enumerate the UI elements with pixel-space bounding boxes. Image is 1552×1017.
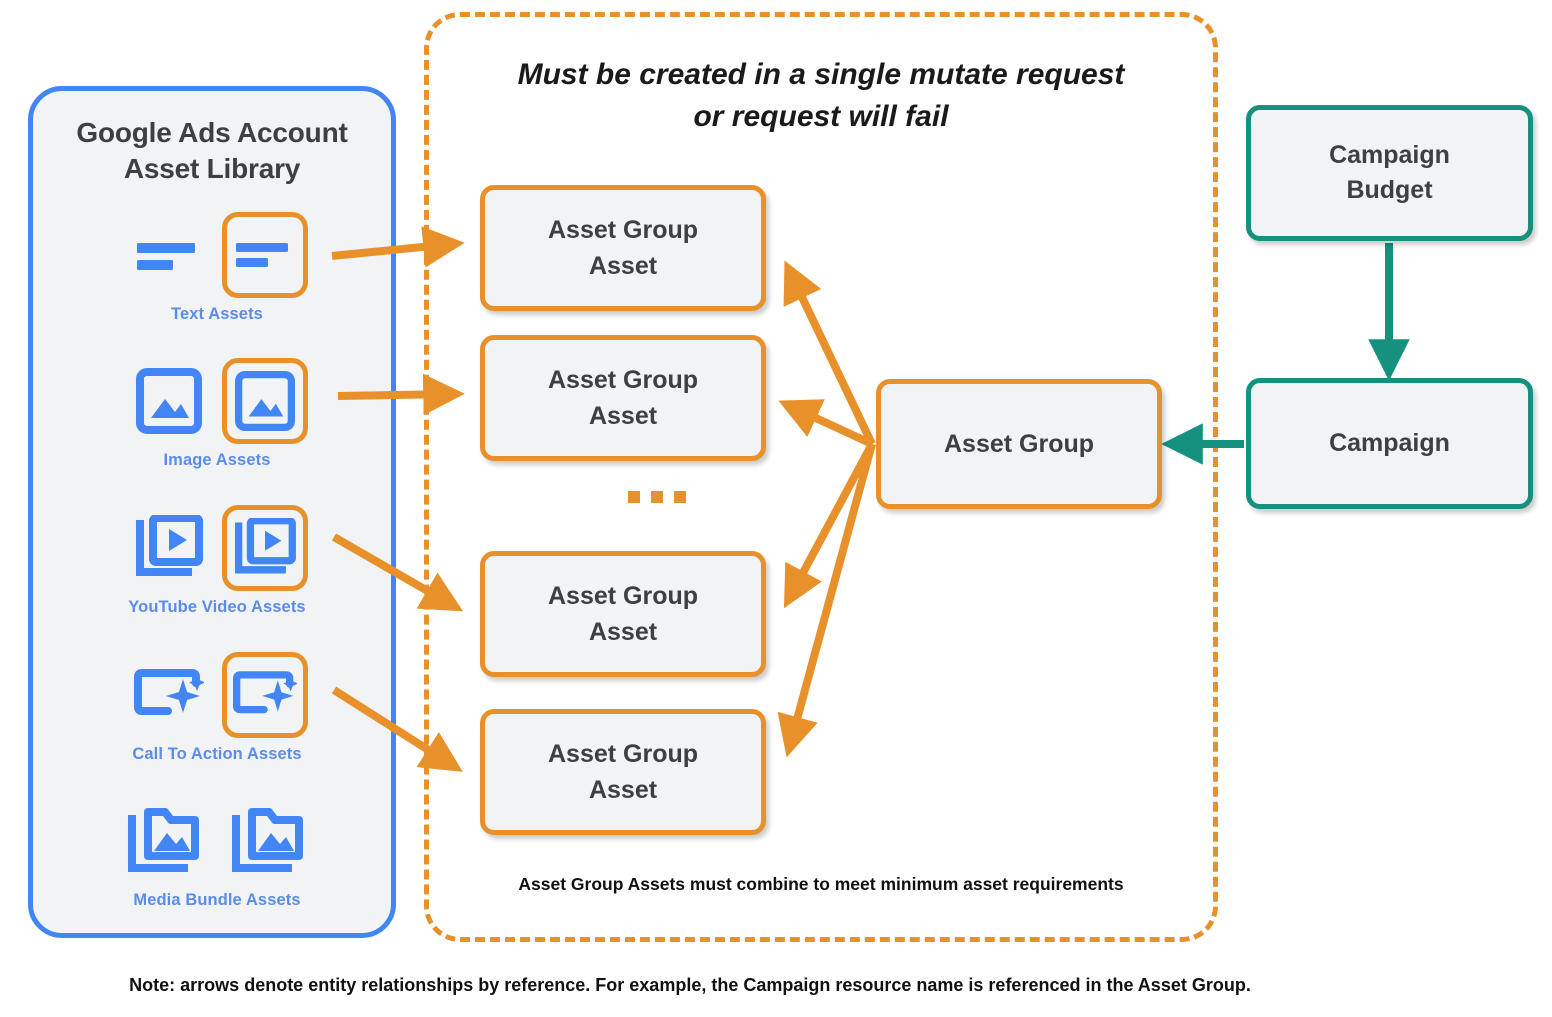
node-label-line-1: Asset Group xyxy=(547,739,699,768)
node-label-line-2: Asset xyxy=(588,618,658,646)
node-label-line-1: Campaign xyxy=(1329,140,1450,169)
asset-library-title: Google Ads Account Asset Library xyxy=(33,115,391,187)
media-bundle-asset-icon xyxy=(122,798,208,884)
youtube-video-asset-icon-selected[interactable] xyxy=(222,505,308,591)
asset-library-item-label: Call To Action Assets xyxy=(132,745,302,763)
campaign-node[interactable]: Campaign xyxy=(1246,378,1533,509)
asset-library-item-call-to-action[interactable]: Call To Action Assets xyxy=(33,647,401,764)
call-to-action-asset-icon-selected[interactable] xyxy=(222,652,308,738)
asset-library-item-label: YouTube Video Assets xyxy=(128,598,306,616)
node-label-line-2: Asset xyxy=(588,402,658,430)
call-to-action-asset-icon xyxy=(126,652,212,738)
asset-library-item-image[interactable]: Image Assets xyxy=(33,353,401,470)
mutate-title-line-2: or request will fail xyxy=(693,100,949,133)
minimum-asset-requirements-note: Asset Group Assets must combine to meet … xyxy=(518,874,1124,894)
text-asset-icon-selected[interactable] xyxy=(222,212,308,298)
campaign-budget-node[interactable]: Campaign Budget xyxy=(1246,105,1533,241)
text-asset-icon xyxy=(126,212,212,298)
node-label: Campaign xyxy=(1329,429,1450,457)
image-asset-icon xyxy=(126,358,212,444)
asset-group-asset-node[interactable]: Asset Group Asset xyxy=(480,709,766,835)
text-asset-icon-group xyxy=(33,207,401,303)
node-label-line-2: Budget xyxy=(1346,176,1433,204)
media-bundle-asset-icon-group xyxy=(33,793,401,889)
youtube-video-asset-icon xyxy=(126,505,212,591)
asset-library-item-label: Image Assets xyxy=(163,451,271,469)
image-asset-icon-group xyxy=(33,353,401,449)
node-label-line-1: Asset Group xyxy=(547,215,699,244)
media-bundle-asset-icon-duplicate xyxy=(226,798,312,884)
ellipsis-dot xyxy=(674,491,686,503)
ellipsis-dot xyxy=(651,491,663,503)
asset-library-panel: Google Ads Account Asset Library xyxy=(28,86,396,938)
asset-library-item-youtube-video[interactable]: YouTube Video Assets xyxy=(33,500,401,617)
asset-group-asset-node[interactable]: Asset Group Asset xyxy=(480,185,766,311)
mutate-request-title: Must be created in a single mutate reque… xyxy=(444,54,1198,138)
image-asset-icon-selected[interactable] xyxy=(222,358,308,444)
asset-group-asset-node[interactable]: Asset Group Asset xyxy=(480,551,766,677)
asset-library-item-label: Media Bundle Assets xyxy=(133,891,301,909)
ellipsis-dot xyxy=(628,491,640,503)
asset-library-item-label: Text Assets xyxy=(171,305,263,323)
mutate-title-line-1: Must be created in a single mutate reque… xyxy=(517,58,1125,91)
asset-library-title-line-2: Asset Library xyxy=(123,152,301,184)
youtube-video-asset-icon-group xyxy=(33,500,401,596)
diagram-note: Note: arrows denote entity relationships… xyxy=(129,975,1251,995)
node-label-line-2: Asset xyxy=(588,776,658,804)
asset-library-title-line-1: Google Ads Account xyxy=(76,117,348,148)
node-label-line-1: Asset Group xyxy=(547,365,699,394)
node-label-line-1: Asset Group xyxy=(547,581,699,610)
node-label: Asset Group xyxy=(943,429,1095,458)
asset-group-asset-node[interactable]: Asset Group Asset xyxy=(480,335,766,461)
ellipsis-indicator xyxy=(628,491,686,503)
asset-group-node[interactable]: Asset Group xyxy=(876,379,1162,509)
mutate-request-container xyxy=(424,12,1218,942)
call-to-action-asset-icon-group xyxy=(33,647,401,743)
asset-library-item-text[interactable]: Text Assets xyxy=(33,207,401,324)
asset-library-item-media-bundle[interactable]: Media Bundle Assets xyxy=(33,793,401,910)
node-label-line-2: Asset xyxy=(588,252,658,280)
